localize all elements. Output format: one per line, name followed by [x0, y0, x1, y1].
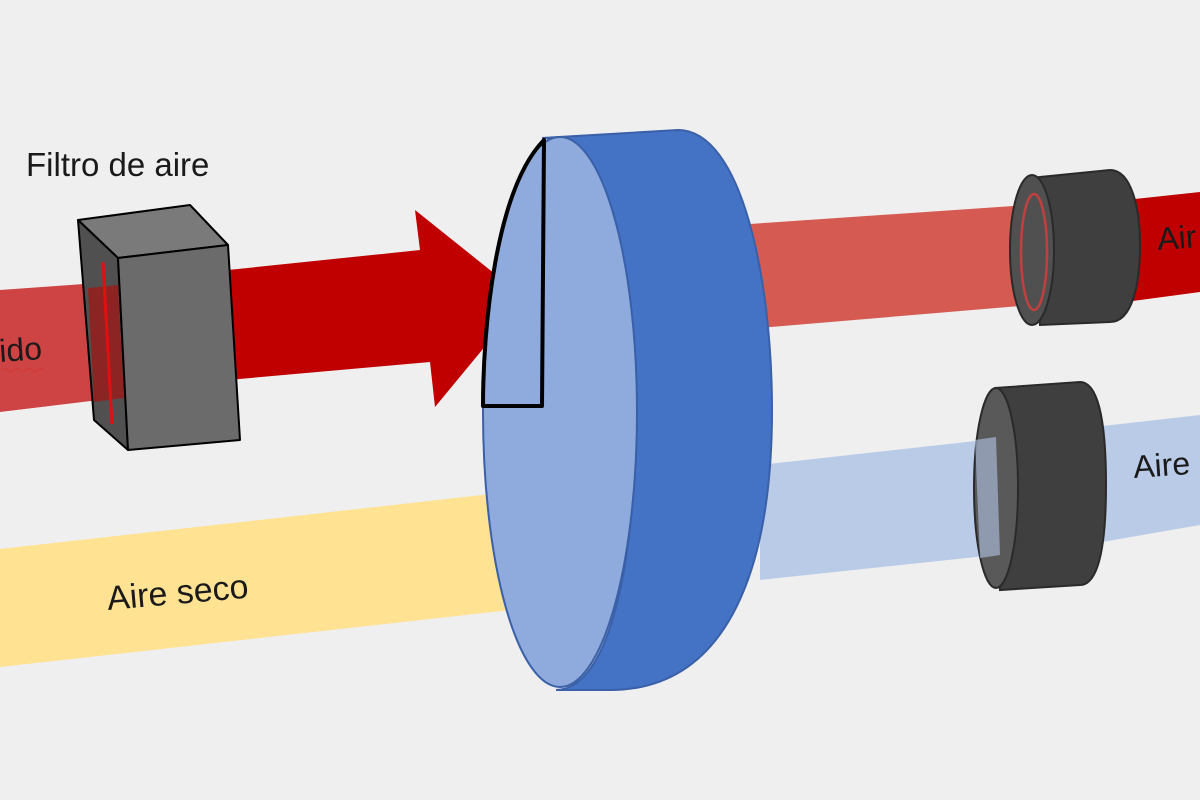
filter-label: Filtro de aire — [26, 146, 209, 183]
wheel-face — [482, 136, 638, 688]
wheel-sector — [481, 138, 546, 408]
fan-top-face-rim — [1019, 192, 1049, 312]
humid-air-arrow — [228, 210, 525, 407]
exit-top-stream-far — [1125, 192, 1200, 302]
filter-front — [117, 244, 241, 451]
exit-top-stream — [735, 205, 1032, 330]
exit-bottom-stream-far — [1085, 415, 1200, 545]
exit-bottom-label: Aire — [1132, 445, 1191, 485]
fan-top-body — [1028, 168, 1142, 327]
fan-cylinder-icon — [973, 380, 1108, 592]
spellcheck-underline — [1, 367, 45, 373]
filter-stream-edge — [101, 261, 114, 425]
exit-top-label: Air — [1156, 218, 1198, 257]
exit-bottom-stream — [760, 440, 995, 580]
desiccant-wheel-icon — [481, 128, 774, 691]
fan-bottom-body — [993, 380, 1108, 592]
filter-box-icon — [77, 204, 241, 451]
dry-air-stream — [0, 488, 555, 667]
humid-air-label: ido — [0, 330, 43, 369]
fan-bottom-stream-through — [975, 437, 1000, 558]
fan-cylinder-icon — [1009, 168, 1142, 327]
filter-stream-through — [88, 285, 124, 402]
